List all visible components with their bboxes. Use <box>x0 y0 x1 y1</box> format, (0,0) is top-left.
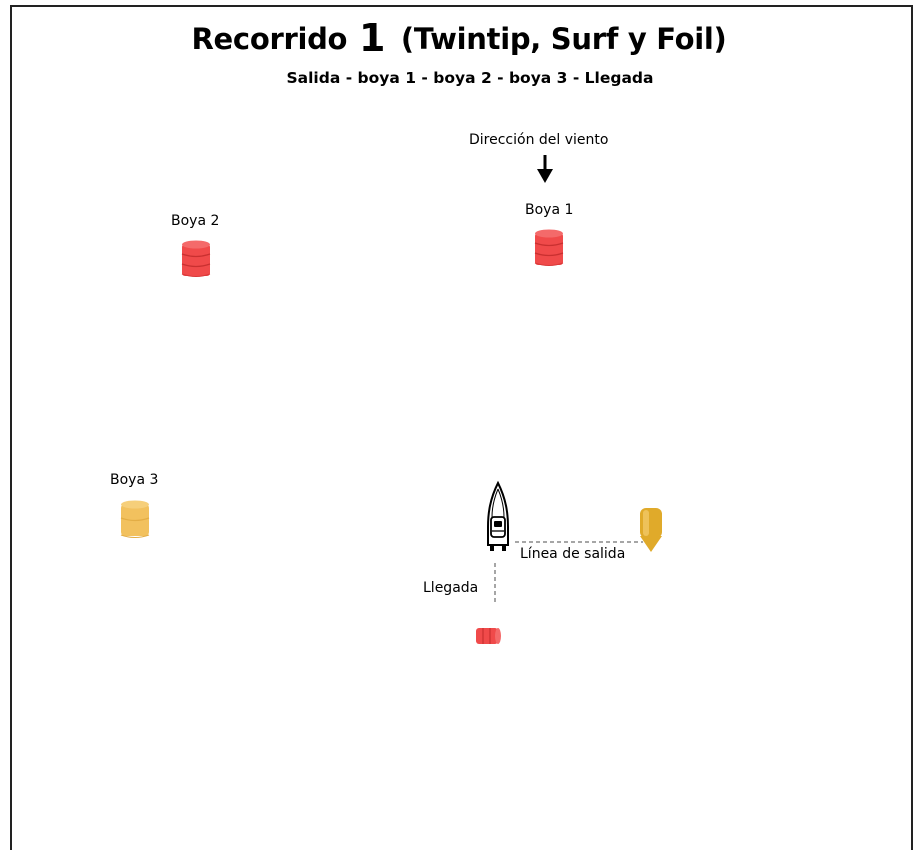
page-title: Recorrido 1 (Twintip, Surf y Foil) <box>0 14 918 60</box>
wind-direction-label: Dirección del viento <box>469 132 609 148</box>
red-buoy-icon <box>534 229 564 266</box>
boat-icon <box>487 480 509 551</box>
buoy-2-label: Boya 2 <box>171 213 220 229</box>
arrow-down-icon <box>537 155 553 183</box>
course-sequence: Salida - boya 1 - boya 2 - boya 3 - Lleg… <box>286 69 654 87</box>
title-suffix: (Twintip, Surf y Foil) <box>400 22 727 56</box>
red-buoy-icon <box>181 240 211 277</box>
title-number: 1 <box>358 16 386 60</box>
yellow-pin-buoy-icon <box>640 508 662 552</box>
finish-label: Llegada <box>423 580 479 596</box>
title-prefix: Recorrido <box>191 22 348 56</box>
course-frame <box>10 5 913 850</box>
red-buoy-icon <box>476 628 501 644</box>
buoy-3-label: Boya 3 <box>110 472 159 488</box>
start-line-label: Línea de salida <box>520 546 626 562</box>
buoy-1-label: Boya 1 <box>525 202 574 218</box>
start-line <box>515 541 643 543</box>
yellow-buoy-icon <box>120 500 150 538</box>
finish-line <box>494 563 496 605</box>
